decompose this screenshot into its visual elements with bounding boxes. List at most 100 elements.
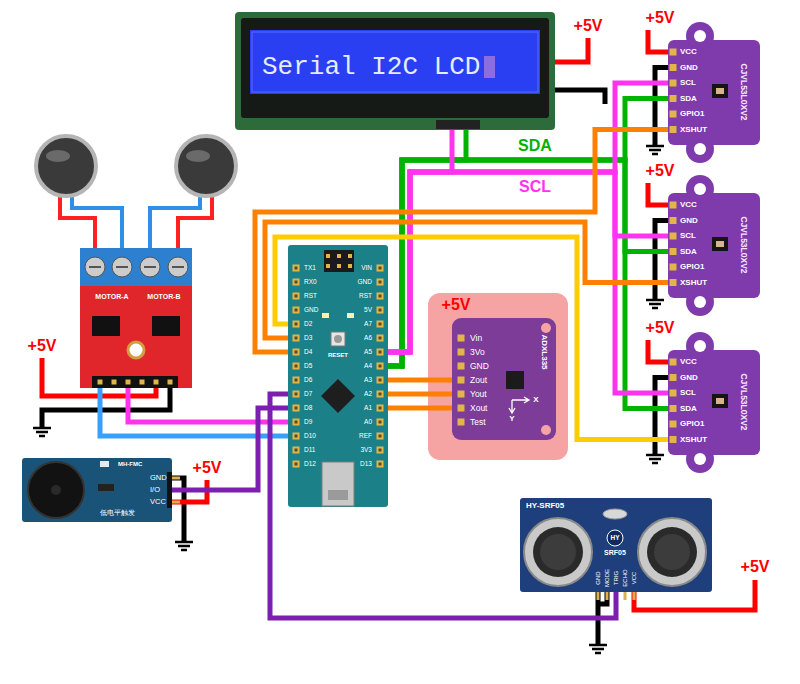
tof-sensor-drawing (668, 350, 760, 455)
ultrasonic-sensor-drawing (520, 498, 712, 600)
tof-sensor-drawing (668, 193, 760, 298)
power-wire (555, 38, 588, 62)
pin-label: 3V3 (360, 447, 372, 454)
tof-sensor-drawing (694, 340, 706, 352)
tof-sensor-drawing (686, 22, 714, 50)
signal-wire (275, 237, 668, 440)
signal-label: SCL (519, 179, 551, 195)
pin-label: VCC (680, 201, 697, 209)
pin-label: Xout (470, 404, 488, 413)
vibration-motor-drawing (72, 196, 122, 252)
model-label: HY-SRF05 (526, 502, 564, 510)
arduino-nano-drawing (347, 313, 354, 318)
tof-sensor-drawing (668, 22, 760, 473)
buzzer-drawing (100, 461, 109, 467)
pin-label: REF (359, 433, 372, 440)
tof-sensor-drawing (670, 359, 677, 444)
pin-label: GND (470, 362, 489, 371)
signal-wire (388, 83, 668, 352)
pin-label: SDA (680, 405, 697, 413)
pin-label: GPIO1 (680, 110, 704, 118)
arduino-nano-drawing (377, 265, 384, 468)
tof-sensor-drawing (694, 30, 706, 42)
pin-label: A6 (364, 335, 372, 342)
pin-label: D3 (304, 335, 312, 342)
button-label: RESET (328, 352, 348, 358)
tof-sensor-drawing (694, 453, 706, 465)
tof-sensor-drawing (712, 84, 728, 98)
pin-label: SDA (680, 95, 697, 103)
motor-driver-drawing (128, 342, 144, 358)
pin-label: XSHUT (680, 279, 707, 287)
buzzer-drawing (98, 484, 114, 491)
pin-label: D2 (304, 321, 312, 328)
pin-label: VCC (680, 48, 697, 56)
vibration-motor-drawing (60, 196, 95, 252)
pin-label: MODE (604, 569, 610, 587)
accelerometer-drawing (541, 323, 551, 333)
pin-label: A3 (364, 377, 372, 384)
arduino-nano-drawing (379, 267, 382, 466)
pin-label: XSHUT (680, 436, 707, 444)
tof-sensor-drawing (716, 241, 724, 247)
motor-driver-drawing (92, 316, 120, 336)
pin-label: Yout (470, 390, 487, 399)
motor-driver-drawing (80, 248, 192, 388)
pin-label: SCL (680, 79, 696, 87)
ground-symbol (175, 542, 193, 550)
motor-driver-drawing (89, 266, 184, 268)
voltage-label: +5V (193, 460, 222, 476)
pin-label: VCC (150, 498, 166, 506)
arduino-nano-drawing (293, 265, 300, 468)
tof-sensor-drawing (670, 202, 677, 287)
ultrasonic-sensor-drawing (533, 527, 583, 577)
accelerometer-drawing (506, 371, 524, 389)
lcd-module-drawing (484, 56, 495, 78)
lcd-module-drawing (235, 12, 555, 130)
power-wire (555, 90, 605, 104)
voltage-label: +5V (442, 297, 471, 313)
pin-label: A5 (364, 349, 372, 356)
tof-sensor-drawing (686, 332, 714, 360)
pin-label: RST (359, 293, 372, 300)
tof-sensor-board: VCCGNDSCLSDAGPIO1XSHUTCJVL53L0XV2 (668, 350, 760, 455)
pin-label: RST (304, 293, 317, 300)
power-wire (655, 378, 668, 456)
motor-driver-drawing (80, 248, 192, 286)
power-wire (655, 221, 668, 301)
pin-label: Test (470, 418, 486, 427)
signal-wire (270, 394, 616, 618)
pin-label: VCC (680, 358, 697, 366)
pin-label: D4 (304, 349, 312, 356)
pin-label: D10 (304, 433, 316, 440)
signal-wire (388, 130, 452, 352)
pin-label: SDA (680, 248, 697, 256)
pin-label: XSHUT (680, 126, 707, 134)
tof-sensor-drawing (686, 175, 714, 203)
part-number: CJVL53L0XV2 (740, 373, 749, 430)
arduino-nano-drawing (326, 264, 352, 268)
voltage-label: +5V (574, 18, 603, 34)
power-wire (648, 30, 668, 52)
accelerometer-drawing (458, 335, 465, 426)
pin-label: GND (150, 474, 167, 482)
arduino-nano-board: TX1RX0RSTGNDD2D3D4D5D6D7D8D9D10D11D12VIN… (288, 245, 388, 507)
lcd-module-drawing (250, 30, 540, 94)
arduino-nano-drawing (326, 254, 352, 258)
pin-label: 5V (364, 307, 372, 314)
voltage-label: +5V (646, 10, 675, 26)
ground-symbol (646, 146, 664, 154)
lcd-module-drawing (241, 18, 549, 118)
pin-label: Zout (470, 376, 487, 385)
terminal-label: MOTOR-B (147, 293, 180, 300)
buzzer-drawing (51, 485, 61, 495)
pin-label: VCC (631, 572, 637, 585)
buzzer-drawing (22, 458, 180, 522)
lcd-module-drawing (436, 120, 480, 129)
tof-sensor-drawing (670, 49, 677, 134)
lcd-module-drawing (252, 32, 538, 92)
vibration-motor-drawing (176, 136, 236, 196)
lcd-module-drawing (235, 12, 555, 130)
axis-label: Y (509, 415, 514, 423)
